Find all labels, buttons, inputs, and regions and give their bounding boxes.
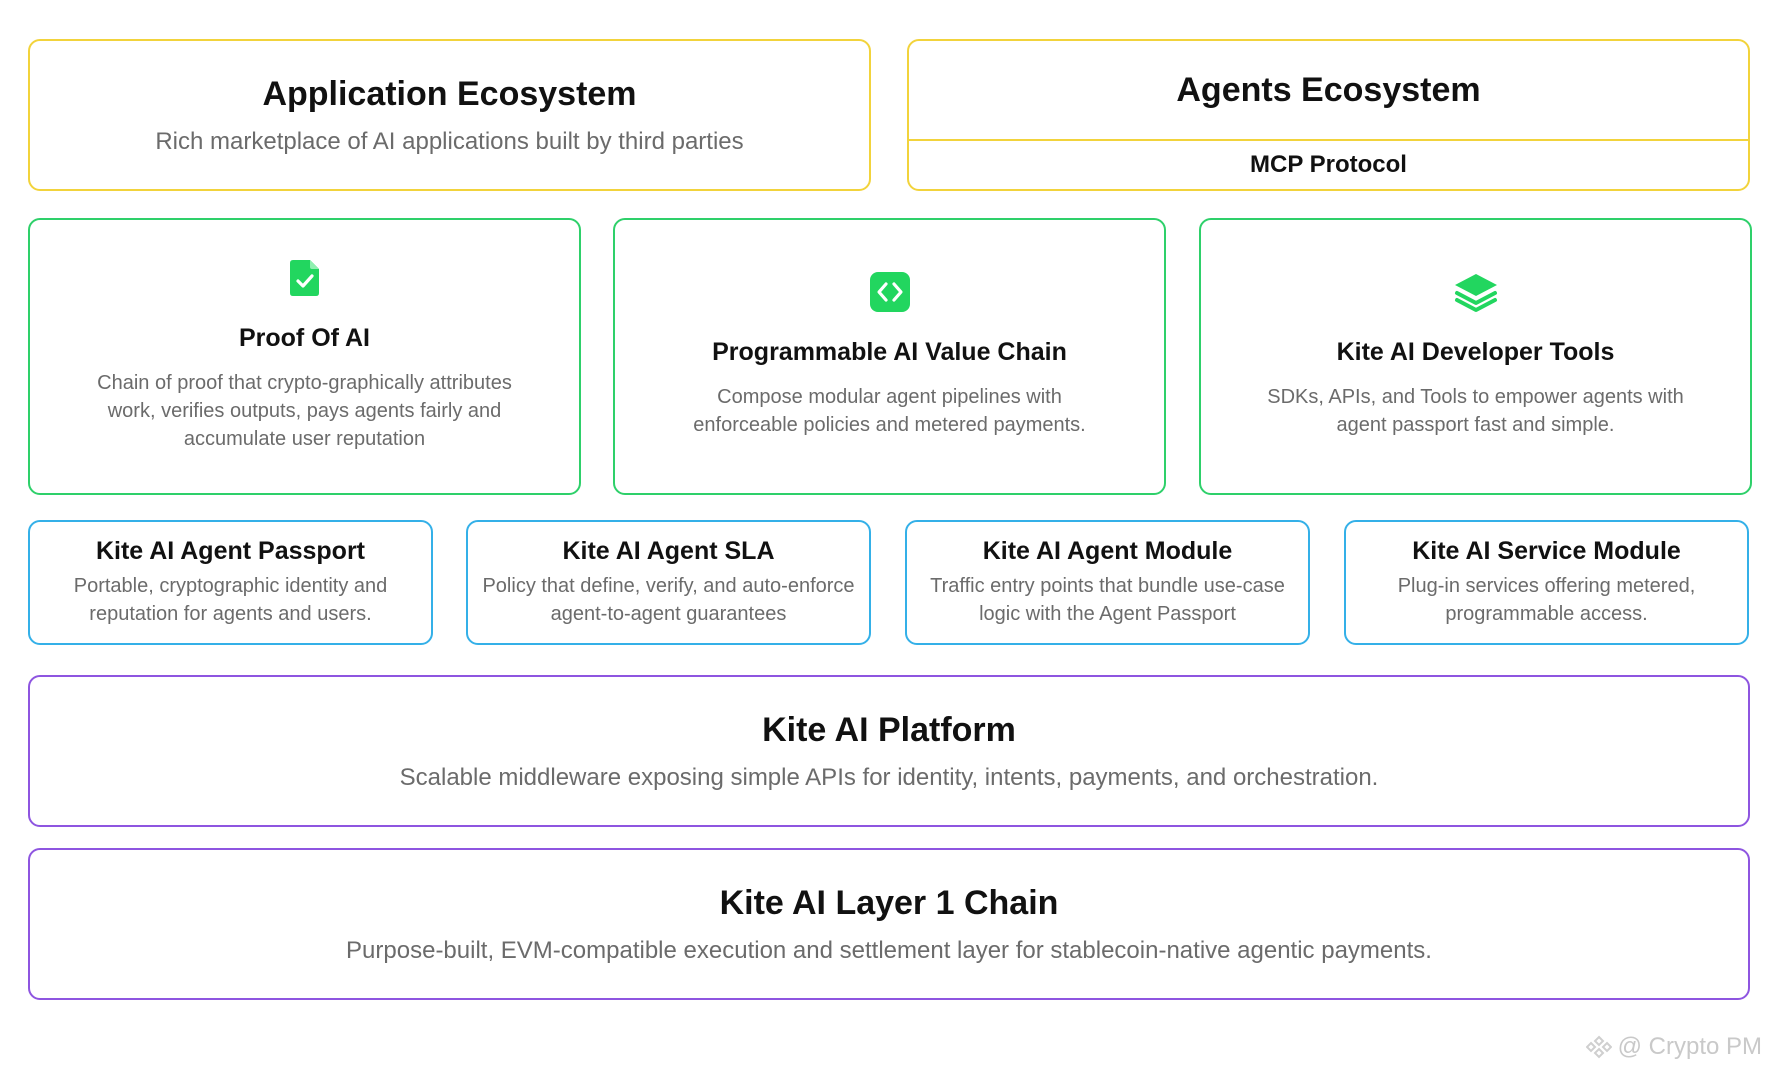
application-ecosystem-title: Application Ecosystem [262, 74, 637, 113]
layer1-chain-card: Kite AI Layer 1 Chain Purpose-built, EVM… [28, 848, 1750, 1000]
watermark-text: @ Crypto PM [1617, 1033, 1762, 1060]
agents-ecosystem-card: Agents Ecosystem MCP Protocol [907, 39, 1750, 191]
feature-title: Programmable AI Value Chain [712, 338, 1067, 366]
chain-title: Kite AI Layer 1 Chain [719, 883, 1059, 922]
module-title: Kite AI Agent Passport [95, 537, 366, 565]
feature-title: Kite AI Developer Tools [1336, 338, 1615, 366]
module-title: Kite AI Agent Module [982, 537, 1233, 565]
module-desc: Policy that define, verify, and auto-enf… [482, 575, 855, 625]
module-title: Kite AI Service Module [1412, 537, 1681, 565]
module-desc: Traffic entry points that bundle use-cas… [930, 575, 1285, 625]
mcp-protocol-label: MCP Protocol [1250, 151, 1407, 178]
file-check-icon [289, 260, 319, 296]
agents-ecosystem-header: Agents Ecosystem [909, 41, 1748, 141]
platform-desc: Scalable middleware exposing simple APIs… [399, 763, 1379, 791]
feature-desc: SDKs, APIs, and Tools to empower agents … [1267, 386, 1684, 436]
chain-desc: Purpose-built, EVM-compatible execution … [346, 936, 1432, 964]
agents-ecosystem-title: Agents Ecosystem [1176, 70, 1481, 109]
feature-card-developer-tools: Kite AI Developer Tools SDKs, APIs, and … [1199, 218, 1752, 495]
module-title: Kite AI Agent SLA [562, 537, 775, 565]
module-card-service-module: Kite AI Service Module Plug-in services … [1344, 520, 1749, 645]
binance-logo-icon [1585, 1035, 1612, 1059]
feature-title: Proof Of AI [238, 324, 370, 352]
layers-icon [1454, 274, 1497, 312]
watermark: @ Crypto PM [1585, 1033, 1762, 1061]
mcp-protocol-band: MCP Protocol [909, 141, 1748, 189]
module-desc: Plug-in services offering metered, progr… [1397, 575, 1696, 625]
feature-desc: Compose modular agent pipelines with enf… [693, 386, 1086, 436]
platform-layer-card: Kite AI Platform Scalable middleware exp… [28, 675, 1750, 827]
application-ecosystem-card: Application Ecosystem Rich marketplace o… [28, 39, 871, 191]
module-card-agent-module: Kite AI Agent Module Traffic entry point… [905, 520, 1310, 645]
code-brackets-icon [869, 272, 910, 312]
application-ecosystem-desc: Rich marketplace of AI applications buil… [155, 127, 744, 155]
feature-desc: Chain of proof that crypto-graphically a… [97, 372, 512, 450]
feature-card-proof-of-ai: Proof Of AI Chain of proof that crypto-g… [28, 218, 581, 495]
module-desc: Portable, cryptographic identity and rep… [73, 575, 388, 625]
feature-card-value-chain: Programmable AI Value Chain Compose modu… [613, 218, 1166, 495]
platform-title: Kite AI Platform [762, 710, 1016, 749]
module-card-agent-passport: Kite AI Agent Passport Portable, cryptog… [28, 520, 433, 645]
module-card-agent-sla: Kite AI Agent SLA Policy that define, ve… [466, 520, 871, 645]
